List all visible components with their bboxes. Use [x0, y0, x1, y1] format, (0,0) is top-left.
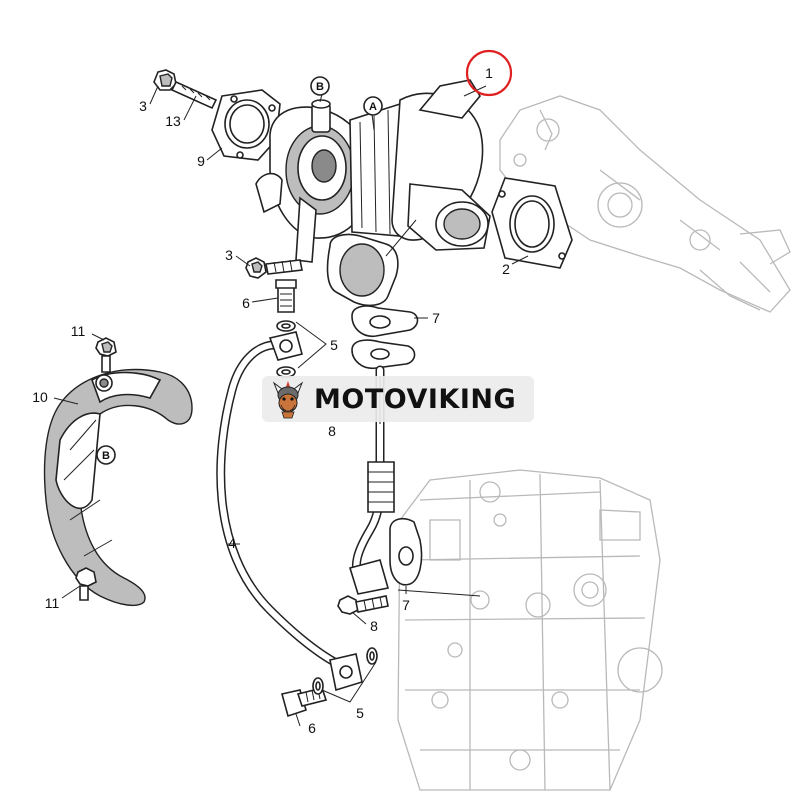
watermark-banner: MOTOVIKING: [262, 376, 534, 422]
oil-drain-pipe: [348, 365, 395, 595]
callout-8-bottom: 8: [370, 618, 378, 634]
callout-11-bottom: 11: [45, 595, 60, 611]
manifold-gasket: [491, 177, 573, 269]
callout-5-bottom: 5: [356, 705, 364, 721]
bolt-and-stud-top: [153, 69, 218, 110]
heat-shield: [43, 368, 193, 607]
bolt-middle: [245, 257, 303, 279]
bolt-bottom: [337, 595, 389, 615]
callout-6-top: 6: [242, 295, 250, 311]
callout-10: 10: [32, 389, 48, 405]
callout-7-top: 7: [432, 310, 440, 326]
callout-3-top: 3: [139, 98, 147, 114]
banjo-bolt-top: [275, 279, 297, 378]
inlet-gasket: [211, 89, 281, 161]
exhaust-manifold-ghost: [499, 95, 791, 313]
oil-drain-gasket-top: [351, 305, 419, 370]
engine-block-ghost: [397, 469, 663, 791]
callout-1: 1: [485, 65, 493, 81]
callout-4: 4: [228, 535, 236, 551]
oil-drain-gasket-bottom: [389, 517, 423, 586]
viking-mascot-icon: [272, 381, 304, 419]
callout-2: 2: [502, 261, 510, 277]
callout-7-bottom: 7: [402, 597, 410, 613]
callout-5-top: 5: [330, 337, 338, 353]
svg-text:B: B: [102, 450, 110, 462]
callout-11-top: 11: [71, 323, 86, 339]
marker-b-shield: B: [96, 445, 116, 465]
callout-9: 9: [197, 153, 205, 169]
callout-6-bottom: 6: [308, 720, 316, 736]
watermark-text: MOTOVIKING: [314, 383, 517, 415]
callout-8-top: 8: [328, 423, 336, 439]
shield-bolt-top: [95, 337, 117, 373]
shield-bolt-bottom: [75, 567, 97, 601]
marker-b-top: B: [310, 76, 330, 96]
highlight-circle: [465, 49, 513, 97]
svg-text:A: A: [369, 101, 377, 113]
banjo-bolt-bottom: [281, 647, 378, 718]
turbocharger: [255, 79, 491, 307]
marker-a: A: [363, 96, 383, 116]
svg-text:B: B: [316, 81, 324, 93]
callout-13: 13: [165, 113, 181, 129]
callout-3-middle: 3: [225, 247, 233, 263]
oil-feed-pipe: [216, 331, 363, 692]
